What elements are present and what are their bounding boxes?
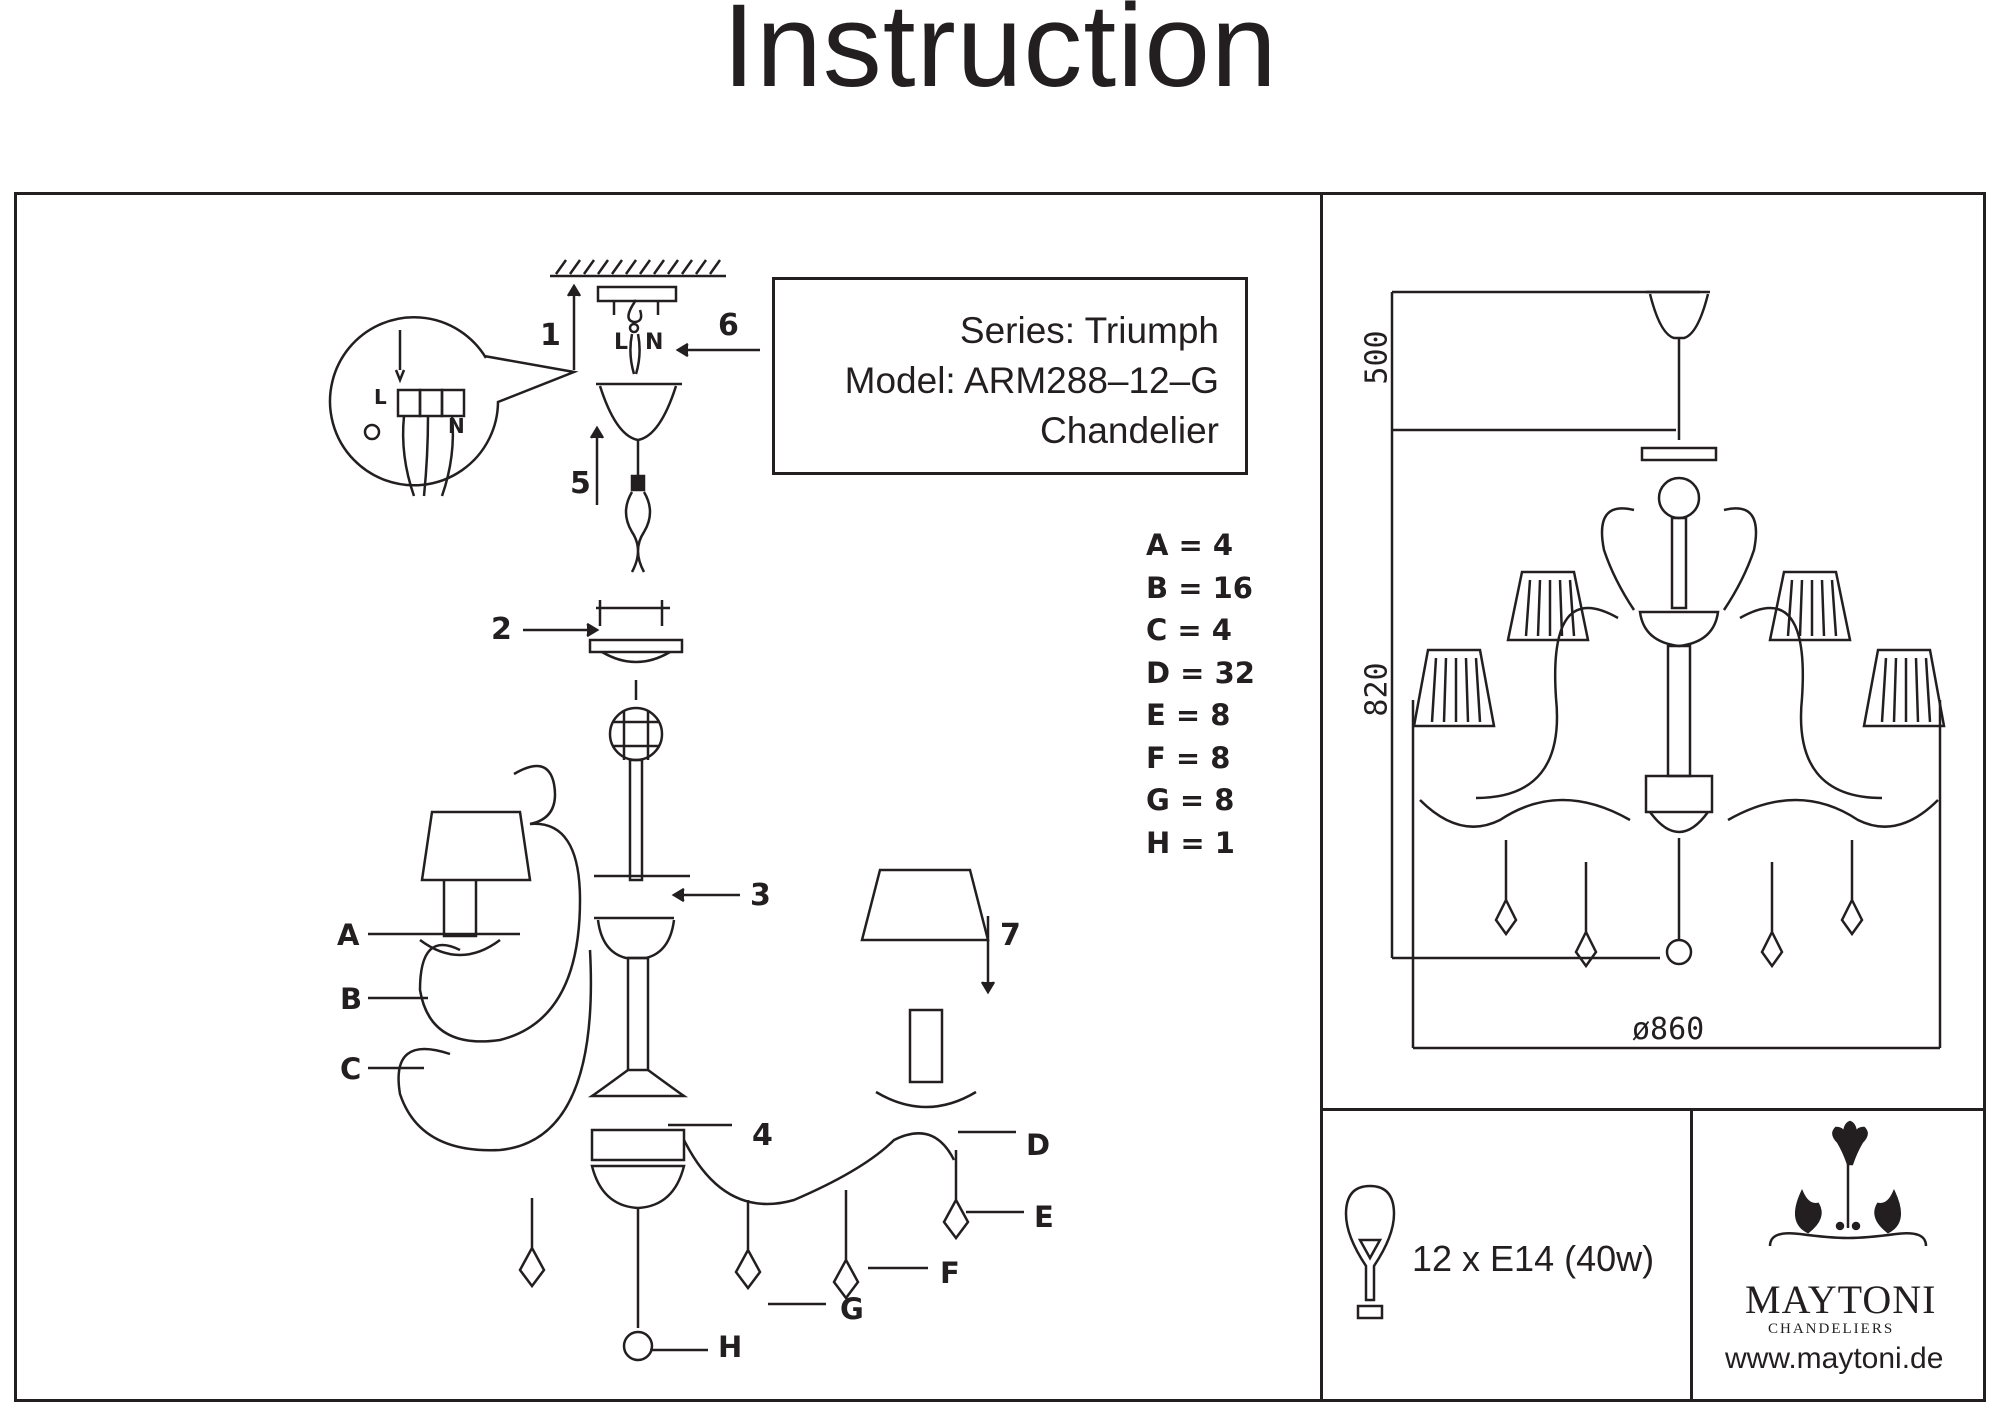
center-column-icon [587, 680, 690, 1362]
step-number-6: 6 [718, 308, 739, 343]
mounting-bracket-icon [596, 285, 678, 375]
series-label: Series: Triumph [959, 310, 1219, 351]
dimension-lines [1390, 290, 1942, 1050]
chandelier-front-view-icon [1412, 290, 1946, 969]
brand-url: www.maytoni.de [1725, 1342, 1944, 1375]
step-number-3: 3 [750, 878, 771, 913]
step-number-7: 7 [1000, 918, 1021, 953]
wire-live-label: L [614, 330, 629, 355]
instruction-frame [14, 192, 1986, 1402]
arrow-step-6-icon [675, 342, 760, 358]
right-arm-icon [682, 868, 990, 1206]
callout-a: A [337, 918, 360, 952]
callout-h: H [718, 1330, 743, 1364]
bulb-spec: 12 x E14 (40w) [1412, 1238, 1655, 1279]
model-label: Model: ARM288–12–G [844, 360, 1219, 401]
arrow-step-5-icon [589, 425, 605, 505]
callout-lines [368, 932, 1024, 1352]
callout-b: B [340, 982, 363, 1016]
step-number-1: 1 [540, 318, 561, 353]
left-arm-icon [397, 764, 593, 1152]
parts-list-item: F = 8 [1146, 740, 1231, 775]
parts-list-item: C = 4 [1146, 613, 1232, 647]
wire-neutral-label: N [645, 330, 664, 355]
crystal-pendants-icon [518, 1150, 970, 1301]
callout-c: C [340, 1052, 362, 1086]
parts-list-item: E = 8 [1146, 698, 1231, 732]
step-number-4: 4 [752, 1118, 773, 1153]
brand-subtitle: CHANDELIERS [1768, 1321, 1895, 1337]
ceiling-hatch-icon [550, 259, 726, 278]
terminal-live-label: L [374, 385, 387, 409]
arrow-step-2-icon [523, 622, 600, 638]
step-number-2: 2 [491, 612, 512, 647]
page-title: Instruction [722, 0, 1278, 112]
maytoni-logo-icon [1768, 1120, 1928, 1247]
arrow-step-1-icon [566, 283, 582, 370]
parts-list-item: G = 8 [1146, 783, 1235, 817]
arrow-step-7-icon [980, 916, 996, 995]
dimension-diameter: ø860 [1632, 1012, 1705, 1047]
parts-list-item: H = 1 [1146, 825, 1235, 860]
parts-list-item: A = 4 [1146, 528, 1234, 562]
product-info-box: Series: Triumph Model: ARM288–12–G Chand… [772, 277, 1248, 475]
wiring-detail-icon [328, 316, 579, 497]
bulb-icon [1344, 1184, 1396, 1320]
callout-d: D [1026, 1128, 1051, 1162]
parts-list-item: B = 16 [1146, 570, 1253, 605]
brand-name: MAYTONI [1745, 1277, 1937, 1322]
mounting-plate-icon [588, 600, 684, 664]
callout-e: E [1034, 1200, 1054, 1234]
product-type-label: Chandelier [1040, 410, 1219, 451]
parts-list: A = 4 B = 16 C = 4 D = 32 E = 8 F = 8 G … [1146, 524, 1255, 864]
divider-vertical [1320, 192, 1323, 1402]
arrow-step-3-icon [671, 887, 740, 903]
divider-horizontal [1320, 1108, 1986, 1111]
parts-list-item: D = 32 [1146, 655, 1255, 690]
callout-f: F [940, 1256, 960, 1290]
canopy-icon [596, 382, 682, 573]
divider-footer [1690, 1108, 1693, 1402]
callout-g: G [840, 1292, 864, 1326]
step-number-5: 5 [570, 466, 591, 501]
